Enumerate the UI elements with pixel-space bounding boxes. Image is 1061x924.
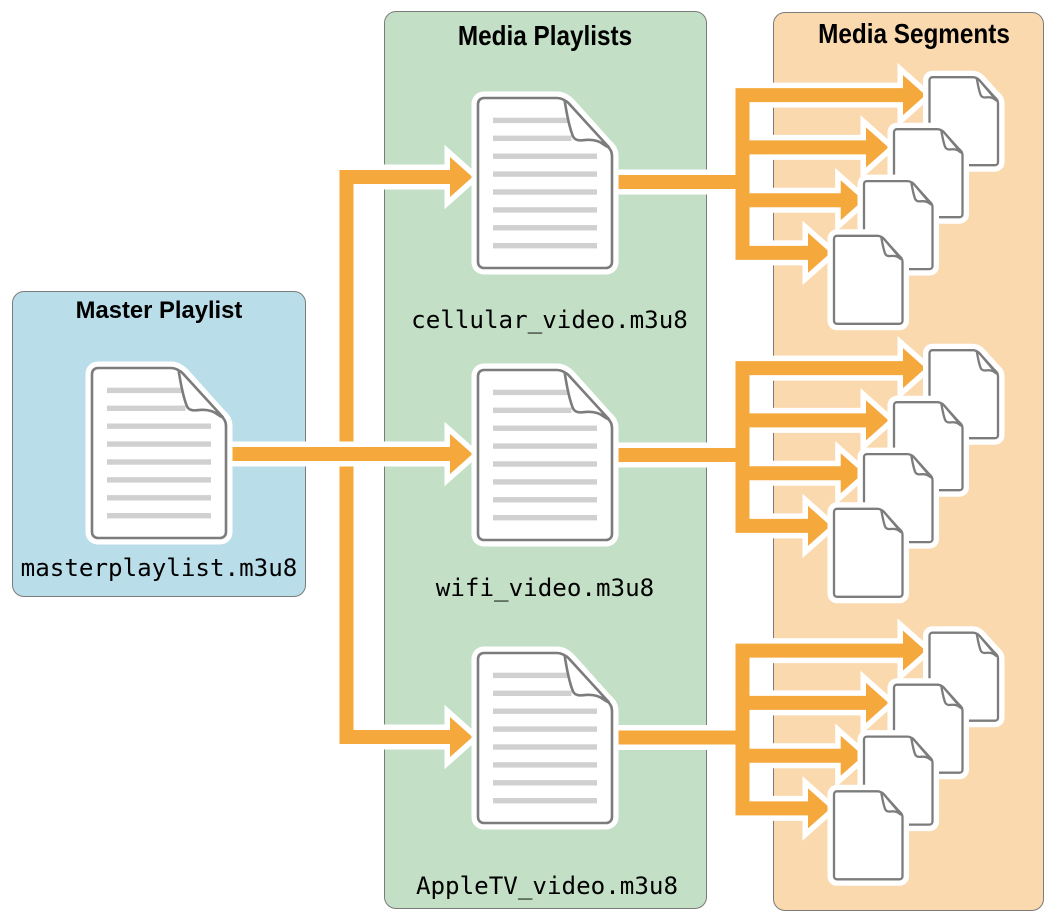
media-playlists-title: Media Playlists	[457, 20, 633, 52]
appletv-playlist-doc-icon	[478, 653, 612, 823]
arrow-master-to-appletv	[222, 447, 473, 757]
arrows-cellular-to-segments	[606, 62, 934, 286]
appletv-media-segment-doc-icon	[834, 791, 903, 879]
appletv-playlist-filename: AppleTV_video.m3u8	[415, 871, 679, 900]
wifi-playlist-filename: wifi_video.m3u8	[435, 573, 655, 602]
master-playlist-title: Master Playlist	[75, 297, 243, 325]
master-playlist-filename: masterplaylist.m3u8	[20, 553, 298, 582]
master-playlist-doc-icon	[92, 368, 226, 538]
wifi-media-segment-doc-icon	[834, 509, 903, 597]
arrows-wifi-to-segments	[606, 335, 934, 559]
cellular-media-segment-doc-icon	[834, 236, 903, 324]
cellular-playlist-filename: cellular_video.m3u8	[411, 305, 688, 334]
wifi-playlist-doc-icon	[478, 370, 612, 540]
media-segments-title: Media Segments	[818, 18, 1010, 50]
arrows-appletv-to-segments	[606, 618, 934, 841]
cellular-playlist-doc-icon	[478, 98, 612, 268]
